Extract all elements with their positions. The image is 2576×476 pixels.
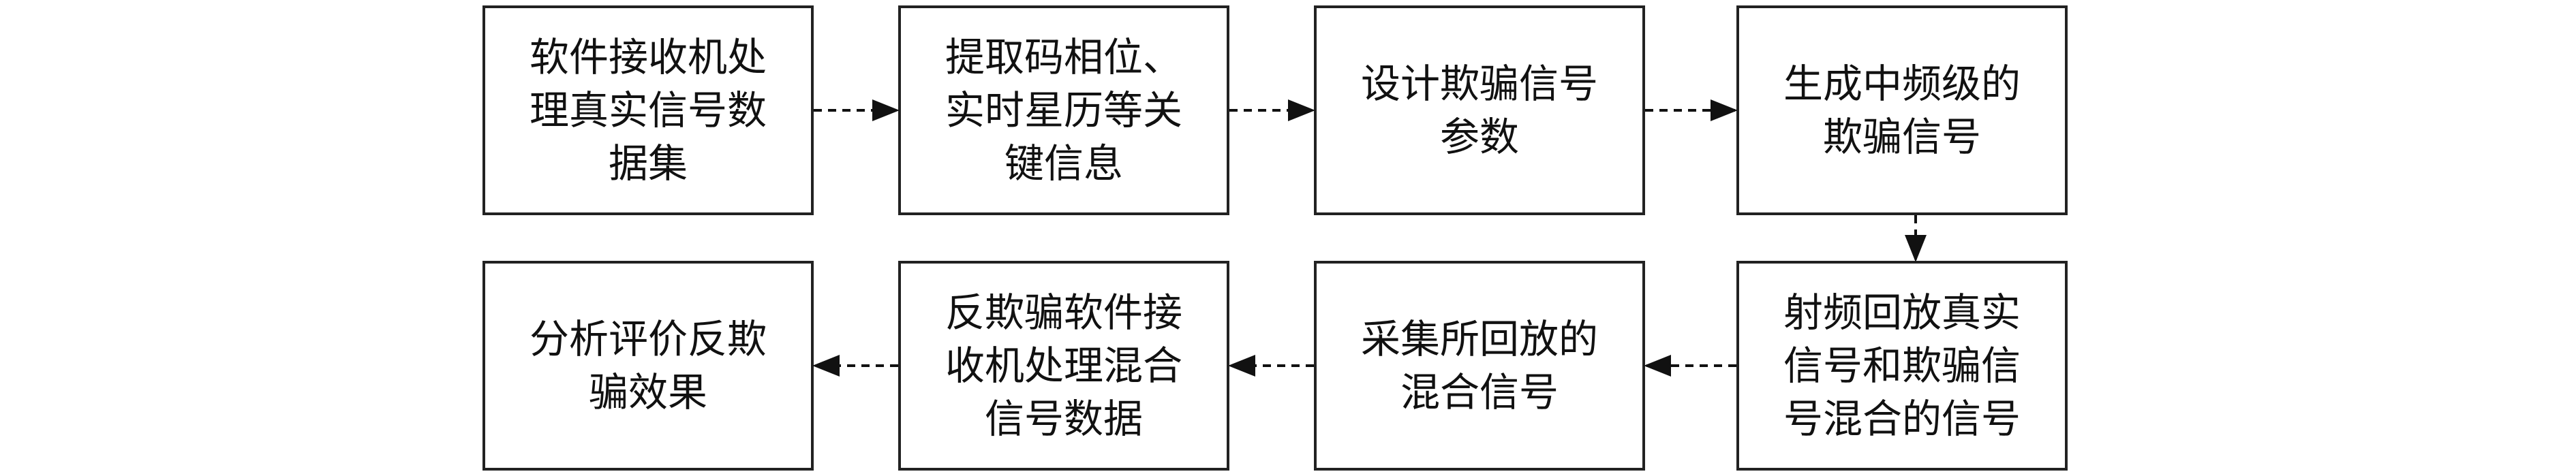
node-line: 生成中频级的: [1783, 61, 2021, 107]
node-line: 设计欺骗信号: [1360, 61, 1598, 107]
node-line: 信号和欺骗信: [1783, 343, 2021, 389]
node-extract-key-info: 提取码相位、 实时星历等关 键信息: [898, 5, 1229, 215]
node-line: 欺骗信号: [1822, 114, 1981, 160]
node-generate-if-spoof: 生成中频级的 欺骗信号: [1736, 5, 2068, 215]
node-line: 分析评价反欺: [529, 316, 767, 362]
node-line: 理真实信号数: [529, 87, 767, 133]
node-line: 参数: [1439, 114, 1519, 160]
node-line: 混合信号: [1400, 369, 1559, 415]
node-line: 反欺骗软件接: [945, 289, 1182, 336]
node-line: 提取码相位、: [945, 34, 1182, 80]
node-line: 收机处理混合: [945, 343, 1182, 389]
node-line: 实时星历等关: [945, 87, 1182, 133]
node-line: 骗效果: [588, 369, 707, 415]
node-line: 信号数据: [984, 396, 1143, 442]
node-design-spoof-params: 设计欺骗信号 参数: [1314, 5, 1645, 215]
node-line: 号混合的信号: [1783, 396, 2021, 442]
node-line: 射频回放真实: [1783, 289, 2021, 336]
node-line: 软件接收机处: [529, 34, 767, 80]
node-rf-playback-mixed: 射频回放真实 信号和欺骗信 号混合的信号: [1736, 261, 2068, 471]
node-evaluate-effect: 分析评价反欺 骗效果: [482, 261, 814, 471]
node-line: 据集: [608, 140, 688, 187]
node-line: 采集所回放的: [1360, 316, 1598, 362]
node-line: 键信息: [1004, 140, 1123, 187]
node-process-real-signal: 软件接收机处 理真实信号数 据集: [482, 5, 814, 215]
node-collect-mixed-signal: 采集所回放的 混合信号: [1314, 261, 1645, 471]
